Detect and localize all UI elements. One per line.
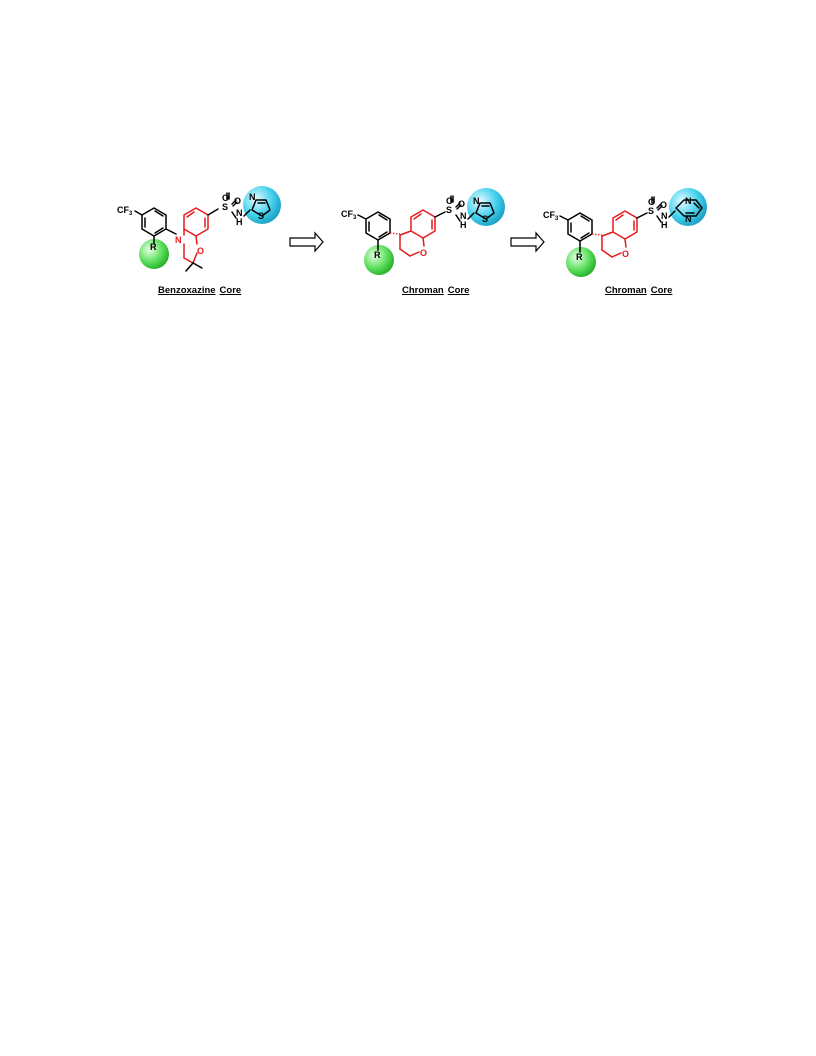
sulfonyl-oxygen-1: O <box>648 197 655 207</box>
cf3-label: CF3 <box>341 209 357 221</box>
thiazole-nitrogen-label: N <box>473 196 480 206</box>
cyan-sphere <box>243 186 281 224</box>
amide-nitrogen-label: N <box>236 208 243 218</box>
sulfur-label: S <box>446 205 452 215</box>
amide-nitrogen-label: N <box>661 211 668 221</box>
cf3-label: CF3 <box>543 210 559 222</box>
thiazole-nitrogen-label: N <box>249 192 256 202</box>
amide-nitrogen-label: N <box>460 211 467 221</box>
molecule-benzoxazine: CF3 R N O S O O N H N S <box>117 186 281 272</box>
r-group-label: R <box>576 252 583 262</box>
molecule-chroman-pyrimidine: CF3 R O S O O N H N N <box>543 188 707 277</box>
r-group-label: R <box>374 250 381 260</box>
pyrimidine-nitrogen-2: N <box>685 214 692 224</box>
cyan-sphere <box>467 188 505 226</box>
sulfonyl-oxygen-2: O <box>660 200 667 210</box>
thiazole-sulfur-label: S <box>482 214 488 224</box>
sulfonyl-oxygen-1: O <box>446 196 453 206</box>
ring-oxygen-label: O <box>420 248 427 258</box>
amide-hydrogen-label: H <box>236 217 243 227</box>
hollow-right-arrow <box>510 231 545 253</box>
green-sphere <box>566 247 596 277</box>
sulfonyl-oxygen-1: O <box>222 193 229 203</box>
amide-hydrogen-label: H <box>661 220 668 230</box>
amide-hydrogen-label: H <box>460 220 467 230</box>
cyan-sphere <box>669 188 707 226</box>
sulfur-label: S <box>222 202 228 212</box>
green-sphere <box>139 239 169 269</box>
molecule-chroman-thiazole: CF3 R O S O O N H N S <box>341 188 505 275</box>
ring-oxygen-label: O <box>622 249 629 259</box>
thiazole-sulfur-label: S <box>258 211 264 221</box>
ring-oxygen-label: O <box>197 246 204 256</box>
sulfonyl-oxygen-2: O <box>234 196 241 206</box>
green-sphere <box>364 245 394 275</box>
sulfonyl-oxygen-2: O <box>458 199 465 209</box>
r-group-label: R <box>150 242 157 252</box>
cf3-label: CF3 <box>117 205 133 217</box>
pyrimidine-nitrogen-1: N <box>685 196 692 206</box>
ring-nitrogen-label: N <box>175 235 182 245</box>
hollow-right-arrow <box>289 231 324 253</box>
sulfur-label: S <box>648 206 654 216</box>
